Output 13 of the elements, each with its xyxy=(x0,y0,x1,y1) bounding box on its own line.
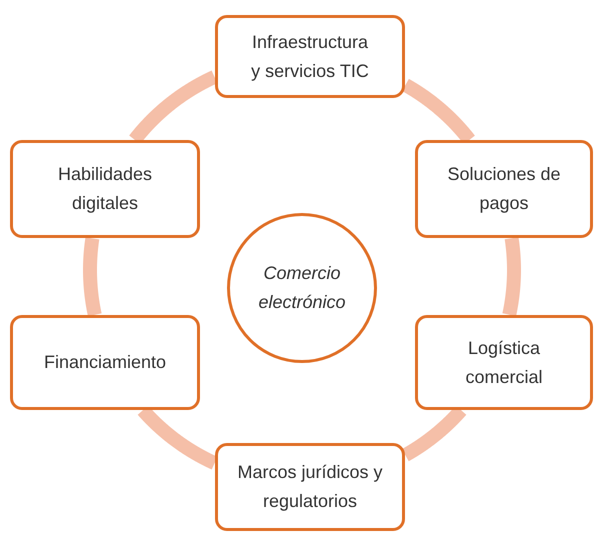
topic-box xyxy=(215,443,405,531)
node-label: Comercio electrónico xyxy=(257,262,347,314)
node-label: Infraestructura y servicios TIC xyxy=(250,30,370,83)
topic-box xyxy=(10,140,200,238)
node-label: Marcos jurídicos y regulatorios xyxy=(236,461,384,513)
topic-box xyxy=(415,315,593,410)
node-label: Logística comercial xyxy=(464,336,544,388)
node-label: Financiamiento xyxy=(44,351,166,374)
topic-box xyxy=(215,15,405,98)
topic-box xyxy=(10,315,200,410)
node-label: Habilidades digitales xyxy=(56,163,154,215)
topic-box xyxy=(415,140,593,238)
node-label: Soluciones de pagos xyxy=(446,163,562,215)
